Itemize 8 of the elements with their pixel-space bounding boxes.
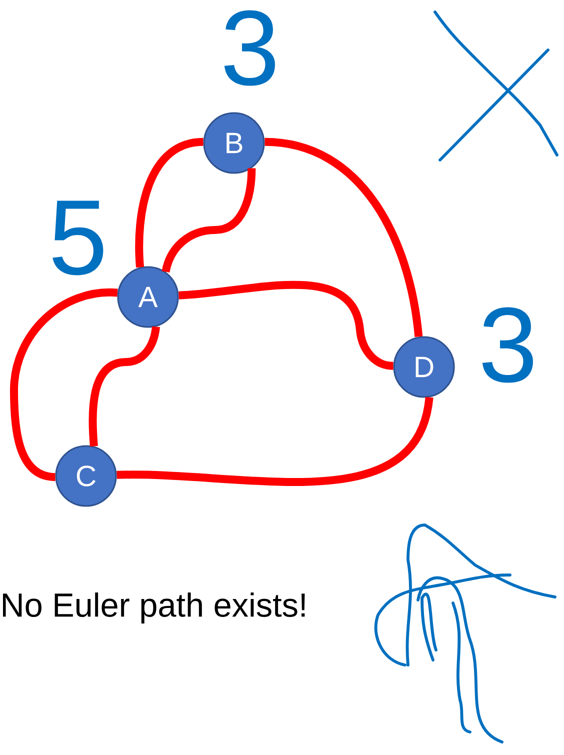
- statement-text: No Euler path exists!: [3, 592, 305, 624]
- edge-line: [264, 138, 423, 338]
- handwritten-number: 5: [52, 200, 104, 276]
- edge-line: [162, 168, 256, 273]
- handwritten-number: 3: [482, 307, 533, 383]
- handwritten-number: 3: [224, 10, 275, 86]
- edge-line: [135, 138, 204, 268]
- edge-line: [116, 396, 434, 486]
